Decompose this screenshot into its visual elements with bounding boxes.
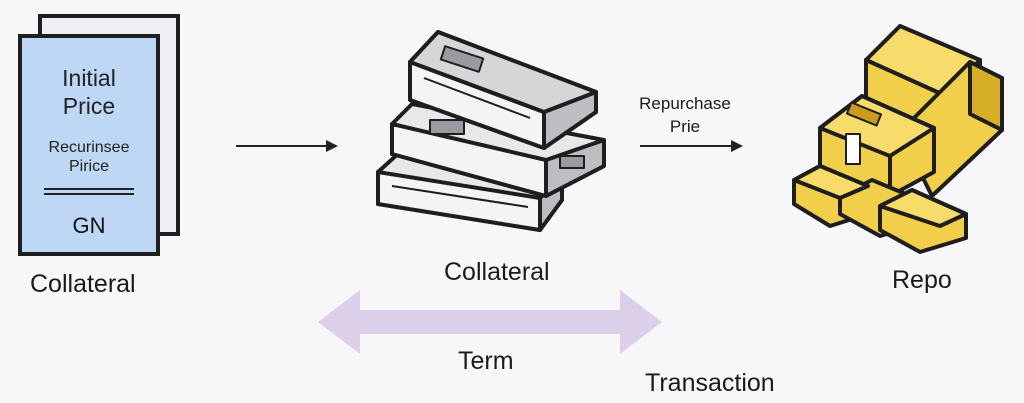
term-double-arrow — [318, 290, 662, 354]
arrow-to-repo — [640, 140, 743, 152]
label-term: Term — [458, 347, 514, 375]
gold-bars-icon — [792, 24, 1004, 254]
document-title: Initial Price — [62, 65, 116, 119]
document-rule — [44, 193, 134, 195]
label-repurchase-price: Repurchase Prie — [639, 94, 731, 136]
label-repo: Repo — [892, 266, 952, 294]
document-rule — [44, 188, 134, 190]
silver-bars-icon — [376, 30, 606, 232]
document-front-page: Initial Price Recurinsee Pirice GN — [18, 34, 160, 256]
label-collateral-center: Collateral — [444, 258, 550, 286]
label-collateral-left: Collateral — [30, 270, 136, 298]
document-subtitle: Recurinsee Pirice — [48, 139, 130, 175]
label-transaction: Transaction — [645, 369, 775, 397]
arrow-to-collateral — [236, 140, 338, 152]
document-code: GN — [72, 213, 106, 238]
